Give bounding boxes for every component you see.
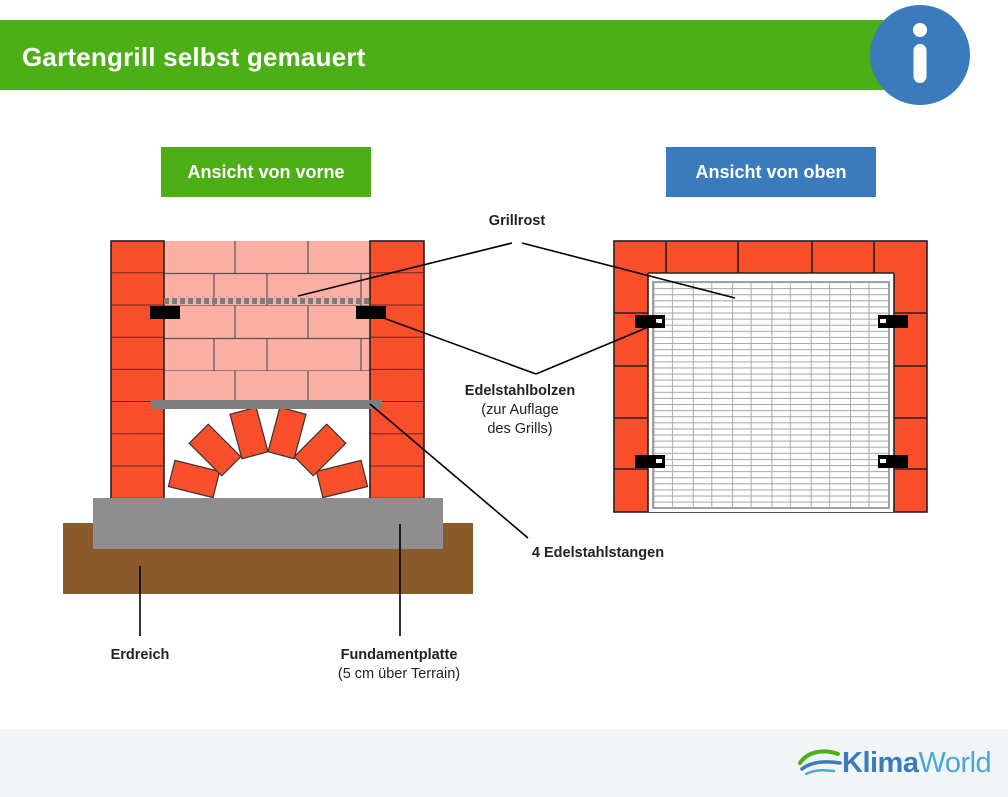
inner-brick-wall — [164, 241, 372, 404]
label-edelstahlbolzen: Edelstahlbolzen (zur Auflage des Grills) — [440, 382, 600, 439]
label-fundamentplatte-title: Fundamentplatte — [340, 647, 458, 663]
top-grill-grate — [652, 281, 890, 509]
klimaworld-logo: KlimaWorld — [842, 747, 992, 779]
label-fundamentplatte-sub: (5 cm über Terrain) — [337, 666, 461, 682]
label-erdreich: Erdreich — [110, 647, 170, 663]
front-view-drawing — [63, 240, 473, 594]
info-icon — [870, 5, 970, 105]
leader-lines — [139, 242, 736, 636]
top-steel-bolts — [635, 315, 908, 468]
label-grillrost: Grillrost — [488, 213, 546, 229]
klimaworld-logo-icon — [798, 749, 842, 776]
front-view-label: Ansicht von vorne — [161, 147, 371, 197]
steel-bars — [151, 400, 382, 409]
label-fundamentplatte: Fundamentplatte (5 cm über Terrain) — [314, 646, 484, 684]
top-view-label: Ansicht von oben — [666, 147, 876, 197]
left-brick-pillar — [110, 240, 165, 500]
right-brick-pillar — [369, 240, 425, 500]
label-edelstahlstangen: 4 Edelstahlstangen — [531, 545, 665, 561]
title-banner — [0, 20, 905, 90]
page-title: Gartengrill selbst gemauert — [22, 42, 366, 72]
steel-bolt-left — [150, 306, 180, 319]
label-edelstahlbolzen-line2: des Grills) — [487, 421, 553, 437]
foundation-slab — [93, 498, 443, 549]
brick-arch — [167, 406, 369, 499]
top-view-drawing — [613, 240, 928, 513]
label-edelstahlbolzen-line1: (zur Auflage — [481, 402, 559, 418]
grill-diagram — [63, 240, 928, 636]
label-edelstahlbolzen-title: Edelstahlbolzen — [464, 383, 576, 399]
